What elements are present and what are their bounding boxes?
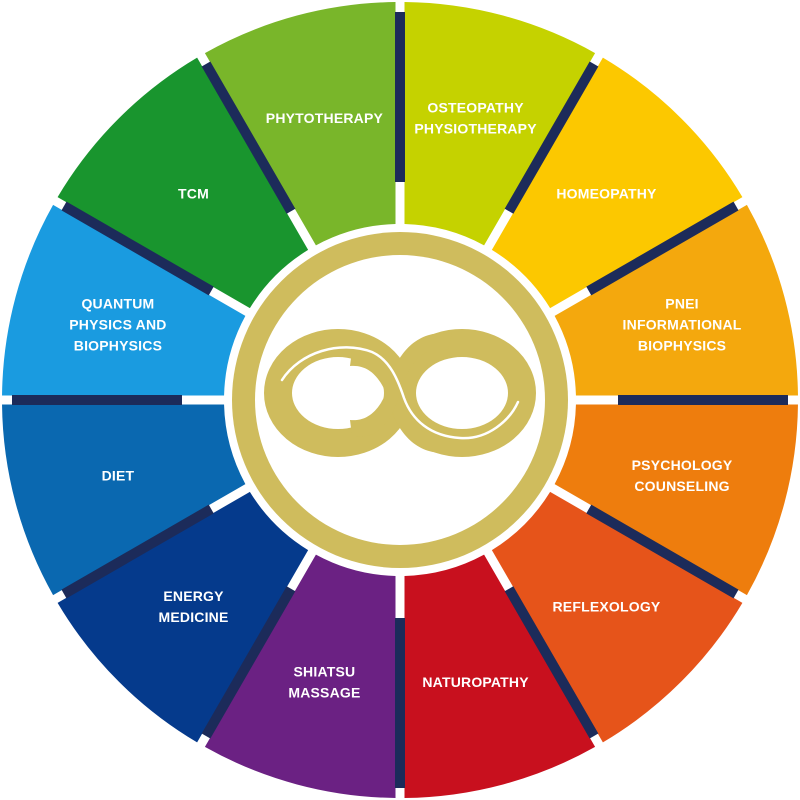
segment-divider <box>586 201 739 296</box>
segment-label-line: BIOPHYSICS <box>74 337 162 353</box>
center-emblem <box>232 232 568 568</box>
segment-label: ENERGY MEDICINE <box>158 588 228 625</box>
labels-layer: OSTEOPATHY PHYSIOTHERAPY HOMEOPATHY PNEI INF… <box>69 99 742 701</box>
segment-label: DIET <box>102 468 135 484</box>
wheel-segment <box>57 57 309 309</box>
segment-divider <box>618 395 788 405</box>
wheel-segment <box>554 204 798 396</box>
segment-label-line: BIOPHYSICS <box>638 337 726 353</box>
segment-label-line: QUANTUM <box>81 295 154 311</box>
segment-label: NATUROPATHY <box>422 674 529 690</box>
segment-label: SHIATSU MASSAGE <box>288 664 360 701</box>
segment-label-line: PHYTOTHERAPY <box>266 110 384 126</box>
wheel-segment <box>491 491 743 743</box>
wheel-segment <box>204 554 396 798</box>
segment-label-line: PHYSICS AND <box>69 316 166 332</box>
wheel-segment <box>57 491 309 743</box>
segment-divider <box>12 395 182 405</box>
segment-divider <box>395 618 405 788</box>
wheel-segment <box>404 554 596 798</box>
wheel-segment <box>554 404 798 596</box>
segment-divider <box>61 504 214 599</box>
segment-divider <box>201 61 296 214</box>
segment-label-line: ENERGY <box>163 588 224 604</box>
infinity-icon <box>264 329 536 457</box>
segment-label: HOMEOPATHY <box>556 186 657 202</box>
segment-label-line: NATUROPATHY <box>422 674 529 690</box>
segment-label-line: PHYSIOTHERAPY <box>414 120 537 136</box>
segment-label: REFLEXOLOGY <box>552 598 660 614</box>
wheel-segment <box>204 2 396 246</box>
segment-label: QUANTUM PHYSICS AND BIOPHYSICS <box>69 295 166 353</box>
segment-label-line: INFORMATIONAL <box>623 316 742 332</box>
segment-divider <box>504 586 599 739</box>
segment-label-line: PSYCHOLOGY <box>632 457 733 473</box>
segment-label: TCM <box>178 186 209 202</box>
segment-divider <box>61 201 214 296</box>
segment-label-line: TCM <box>178 186 209 202</box>
segment-label-line: COUNSELING <box>634 478 729 494</box>
segment-label-line: SHIATSU <box>294 664 356 680</box>
segment-label: PHYTOTHERAPY <box>266 110 384 126</box>
segment-divider <box>201 586 296 739</box>
segment-label: PNEI INFORMATIONAL BIOPHYSICS <box>623 295 742 353</box>
segment-divider <box>395 12 405 182</box>
segment-divider <box>504 61 599 214</box>
segment-label: PSYCHOLOGY COUNSELING <box>632 457 733 494</box>
segment-label-line: MEDICINE <box>158 609 228 625</box>
infinity-highlight <box>280 346 520 440</box>
segment-label: OSTEOPATHY PHYSIOTHERAPY <box>414 99 537 136</box>
infinity-twist <box>350 349 452 453</box>
wheel-segment <box>404 2 596 246</box>
infinity-twist <box>350 333 452 437</box>
segment-label-line: PNEI <box>665 295 698 311</box>
wheel-segment <box>491 57 743 309</box>
segment-label-line: OSTEOPATHY <box>427 99 524 115</box>
segment-label-line: MASSAGE <box>288 685 360 701</box>
segment-divider <box>586 504 739 599</box>
dividers-layer <box>12 12 788 788</box>
segment-label-line: DIET <box>102 468 135 484</box>
wheel-segment <box>2 404 246 596</box>
wheel-segment <box>2 204 246 396</box>
segment-label-line: HOMEOPATHY <box>556 186 657 202</box>
segment-label-line: REFLEXOLOGY <box>552 598 660 614</box>
